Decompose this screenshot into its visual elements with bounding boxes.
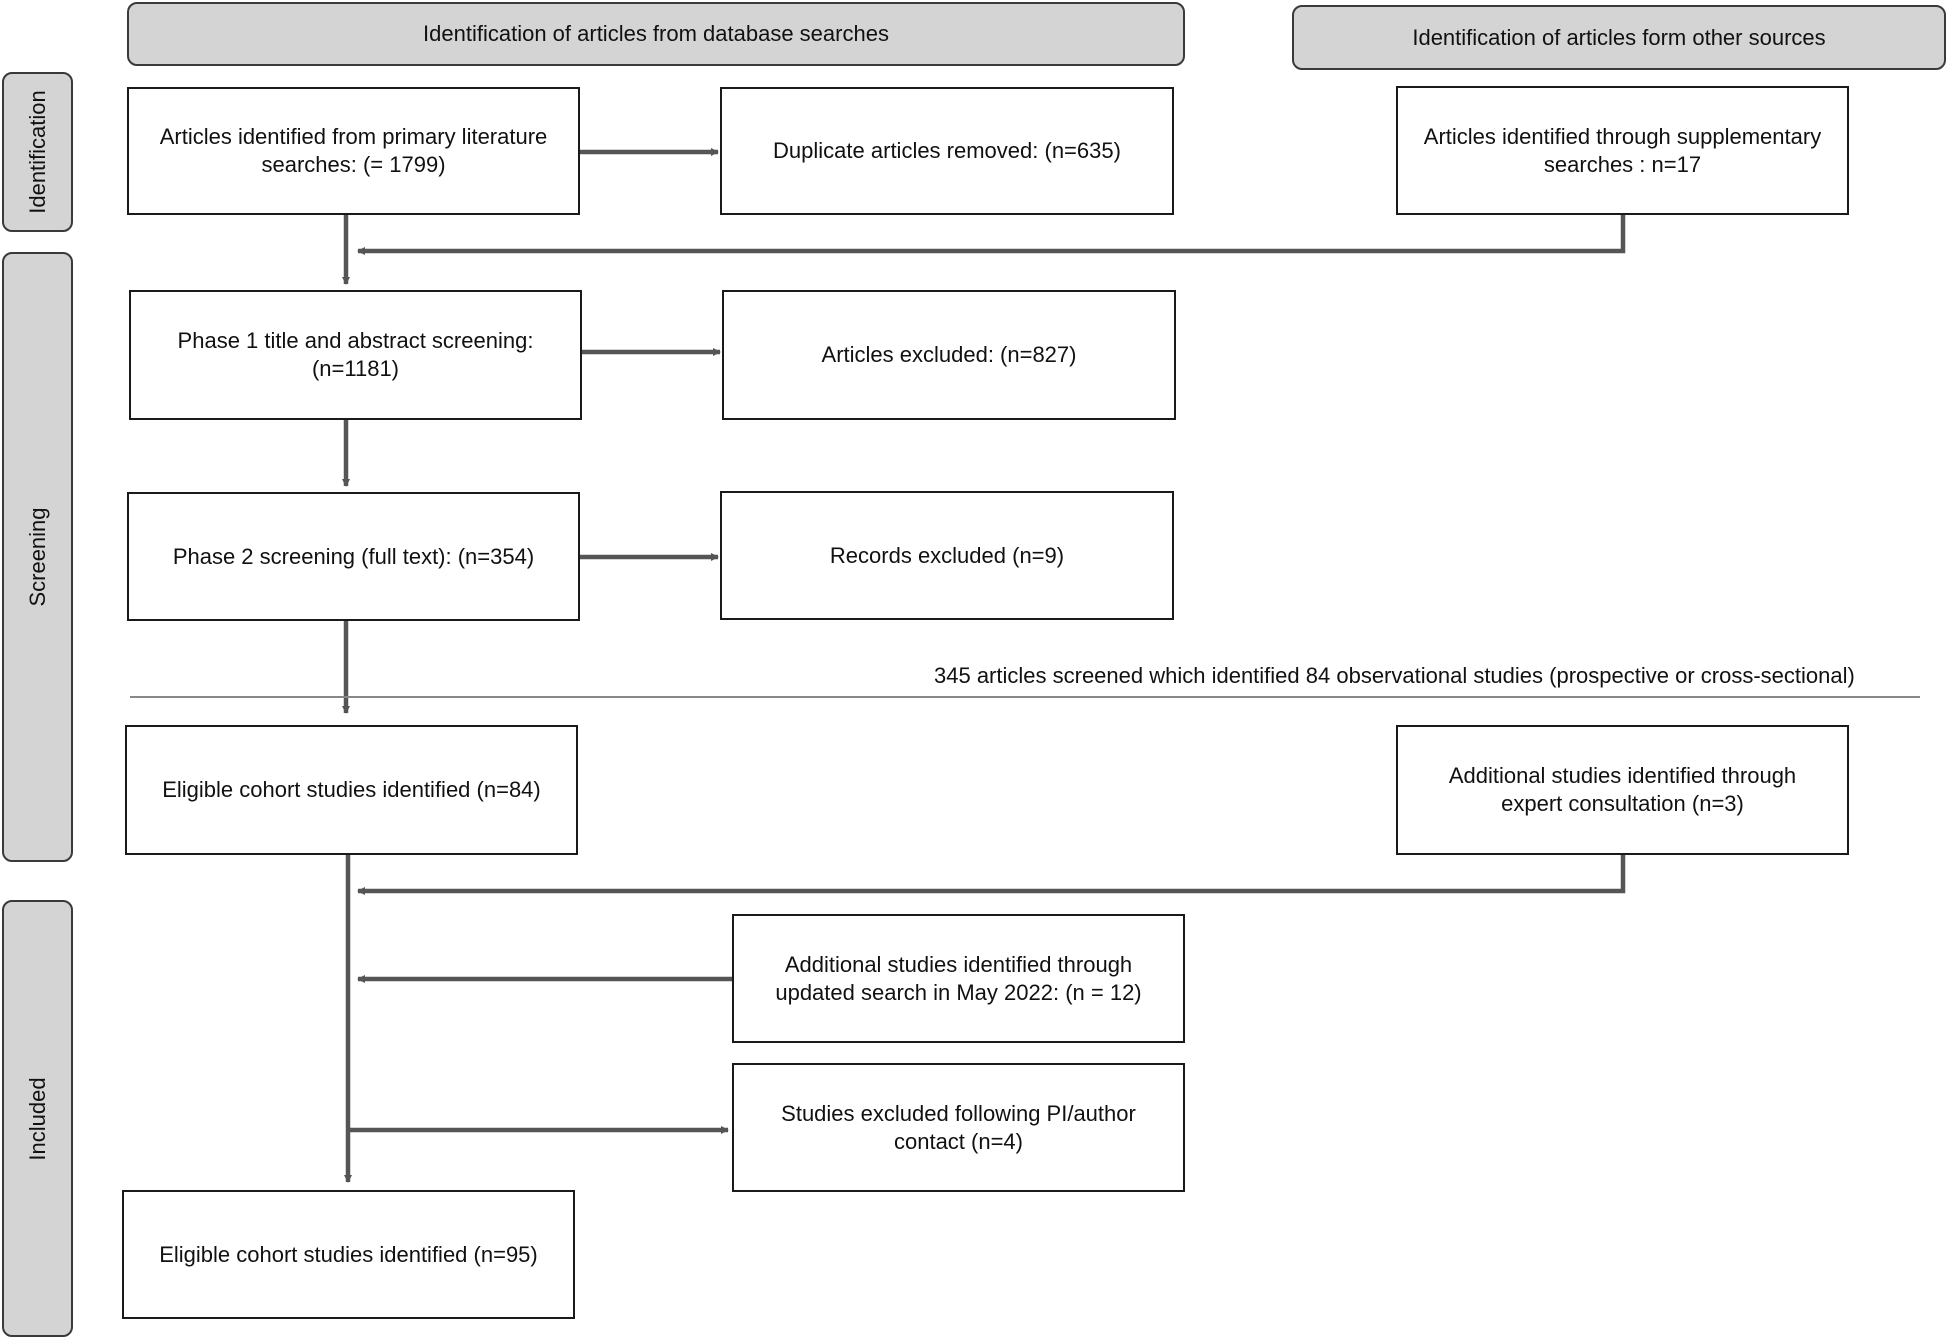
box-duplicates-removed: Duplicate articles removed: (n=635) [720,87,1174,215]
arrow-expert-to-main [357,855,1626,895]
arrow-supplementary-to-main [357,215,1626,255]
box-supplementary-searches: Articles identified through supplementar… [1396,86,1849,215]
phase-screening: Screening [2,252,73,862]
box-eligible-84-text: Eligible cohort studies identified (n=84… [162,777,541,802]
phase-identification: Identification [2,72,73,232]
box-expert-consultation: Additional studies identified through ex… [1396,725,1849,855]
box-eligible-95-text: Eligible cohort studies identified (n=95… [159,1241,538,1267]
box-phase2-screening-text: Phase 2 screening (full text): (n=354) [172,543,535,569]
box-supplementary-searches-text: Articles identified through supplementar… [1423,123,1822,177]
header-other-sources: Identification of articles form other so… [1292,5,1946,70]
phase-included: Included [2,900,73,1337]
box-pi-excluded: Studies excluded following PI/author con… [732,1063,1185,1192]
box-articles-excluded: Articles excluded: (n=827) [722,290,1176,420]
screening-summary-note: 345 articles screened which identified 8… [934,663,1855,688]
box-records-excluded: Records excluded (n=9) [720,491,1174,620]
box-primary-searches: Articles identified from primary literat… [127,87,580,215]
box-primary-searches-text: Articles identified from primary literat… [159,124,548,177]
header-database-searches: Identification of articles from database… [127,2,1185,66]
box-phase1-screening: Phase 1 title and abstract screening: (n… [129,290,582,420]
box-updated-search: Additional studies identified through up… [732,914,1185,1043]
box-eligible-84: Eligible cohort studies identified (n=84… [125,725,578,855]
box-expert-consultation-text: Additional studies identified through ex… [1448,763,1797,816]
box-phase2-screening: Phase 2 screening (full text): (n=354) [127,492,580,621]
header-other-sources-label: Identification of articles form other so… [1412,24,1826,50]
box-duplicates-removed-text: Duplicate articles removed: (n=635) [773,138,1121,163]
box-eligible-95: Eligible cohort studies identified (n=95… [122,1190,575,1319]
box-phase1-screening-text: Phase 1 title and abstract screening: (n… [177,328,534,381]
box-updated-search-text: Additional studies identified through up… [775,951,1142,1005]
header-database-searches-label: Identification of articles from database… [423,21,889,46]
box-articles-excluded-text: Articles excluded: (n=827) [821,342,1077,367]
box-records-excluded-text: Records excluded (n=9) [829,542,1065,568]
box-pi-excluded-text: Studies excluded following PI/author con… [781,1100,1136,1154]
